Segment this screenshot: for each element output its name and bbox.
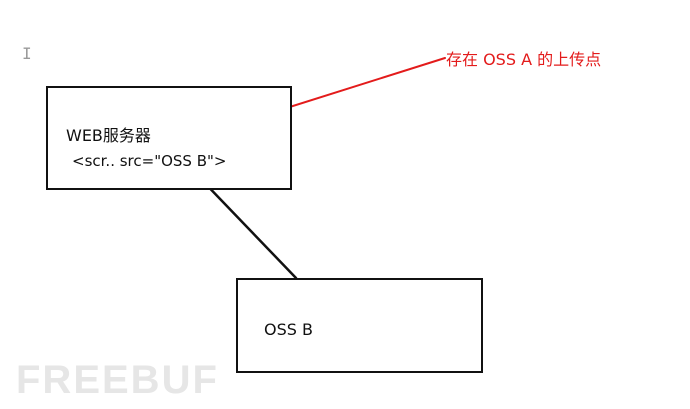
- oss-b-label: OSS B: [264, 320, 313, 339]
- oss-b-box: OSS B: [236, 278, 483, 373]
- upload-point-annotation: 存在 OSS A 的上传点: [446, 50, 602, 69]
- web-server-title: WEB服务器: [66, 126, 151, 145]
- watermark-logo: FREEBUF: [16, 358, 219, 402]
- web-server-box: WEB服务器 <scr.. src="OSS B">: [46, 86, 292, 190]
- web-to-oss-connector: [196, 174, 298, 280]
- text-cursor-icon: I: [22, 44, 32, 63]
- web-server-script-tag: <scr.. src="OSS B">: [72, 152, 227, 170]
